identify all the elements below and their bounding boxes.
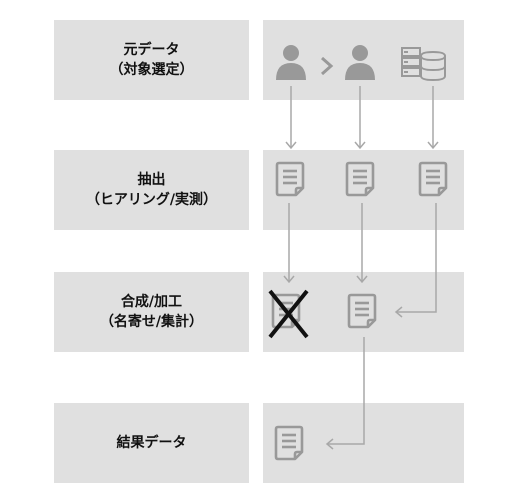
stage-source-title: 元データ (123, 42, 180, 58)
stage-extract-title: 抽出 (137, 172, 166, 188)
document-icon (345, 161, 375, 197)
document-icon (418, 161, 448, 197)
stage-source-label: 元データ （対象選定） (54, 20, 249, 100)
stage-merge-title: 合成/加工 (120, 294, 183, 310)
server-database-icon (401, 47, 446, 82)
stage-result-title: 結果データ (116, 435, 187, 451)
document-icon (274, 425, 304, 461)
stage-merge-subtitle: （名寄せ/集計） (99, 314, 204, 330)
stage-result-label: 結果データ (54, 403, 249, 483)
stage-extract-subtitle: （ヒアリング/実測） (85, 192, 218, 208)
arrow (285, 86, 439, 150)
document-icon (275, 161, 305, 197)
stage-extract-label: 抽出 （ヒアリング/実測） (54, 150, 249, 230)
chevron-right-icon (321, 56, 334, 76)
stage-source-subtitle: （対象選定） (109, 62, 194, 78)
arrow (325, 337, 365, 450)
person-icon (345, 45, 375, 80)
person-icon (276, 45, 306, 80)
x-mark-icon (268, 289, 309, 339)
document-icon (347, 293, 377, 329)
arrow (283, 203, 437, 318)
stage-merge-label: 合成/加工 （名寄せ/集計） (54, 272, 249, 352)
